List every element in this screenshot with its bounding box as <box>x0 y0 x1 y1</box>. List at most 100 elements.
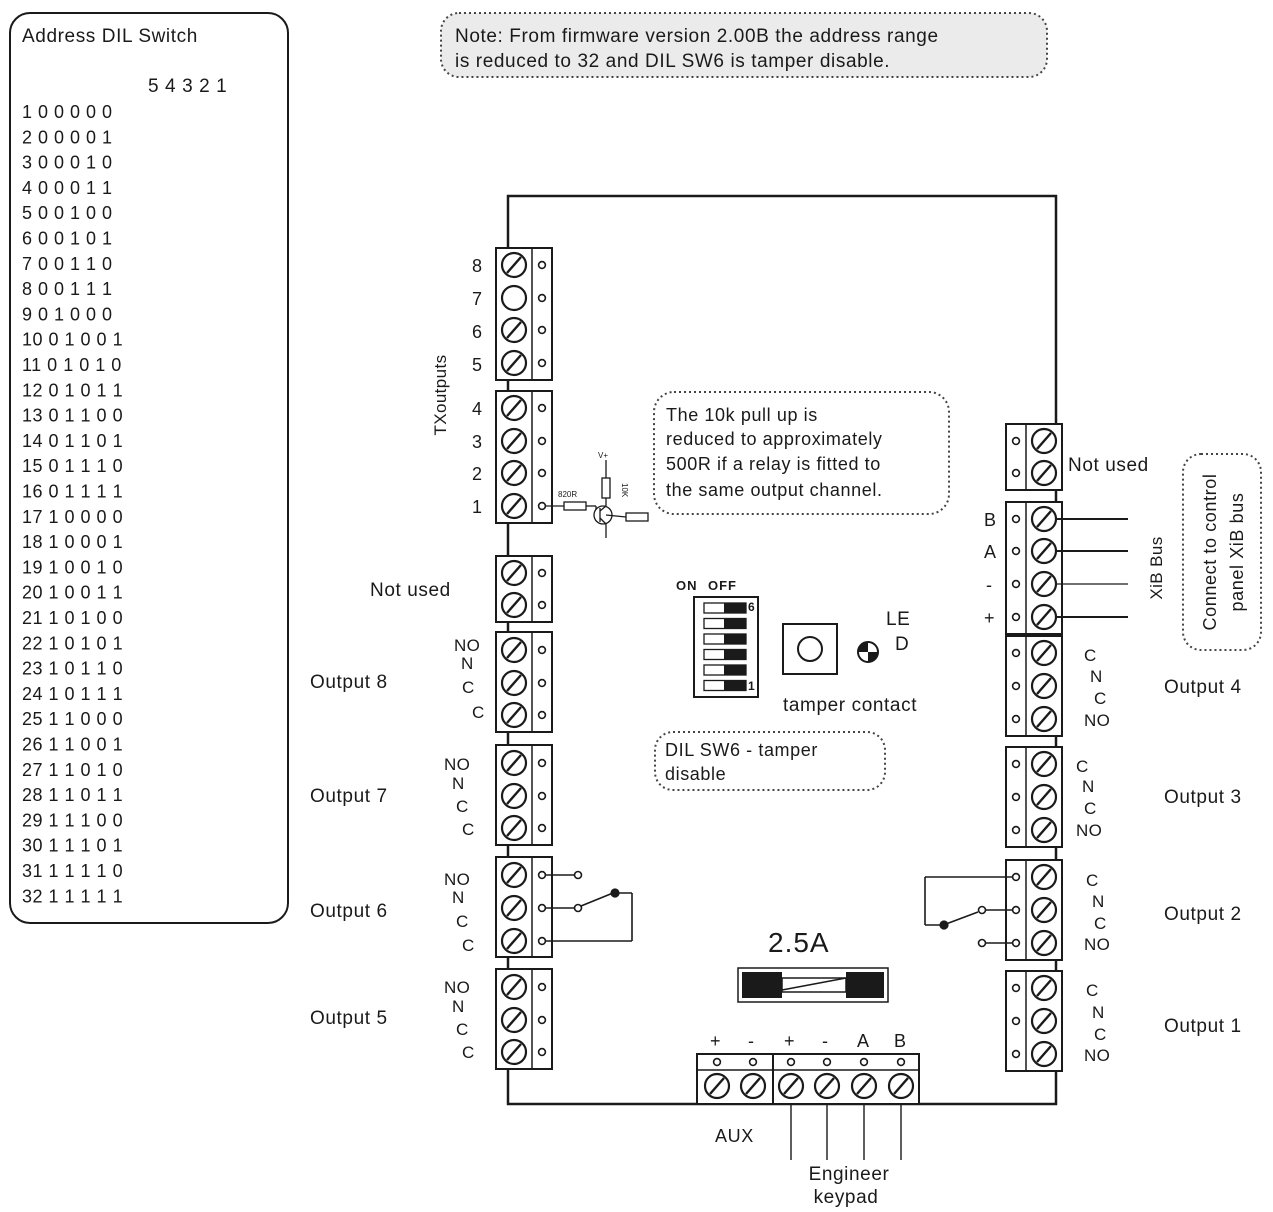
output4-pin-c1: C <box>1084 646 1097 665</box>
firmware-note: Note: From firmware version 2.00B the ad… <box>440 12 1048 78</box>
xib-bus-wires <box>1056 518 1128 618</box>
address-row: 2 0 0 0 0 1 <box>22 127 113 147</box>
address-row: 12 0 1 0 1 1 <box>22 380 123 400</box>
output8-pin-c1: C <box>462 678 475 697</box>
dil-lever <box>724 603 746 613</box>
address-row: 11 0 1 0 1 0 <box>22 355 122 375</box>
output1-pin-c2: C <box>1094 1025 1107 1044</box>
output5-pin-c1: C <box>456 1020 469 1039</box>
output4-pin-n: N <box>1090 667 1103 686</box>
address-row: 29 1 1 1 0 0 <box>22 810 123 830</box>
output1-pin-c1: C <box>1086 981 1099 1000</box>
output7-pin-c1: C <box>456 797 469 816</box>
fuse-rating-label: 2.5A <box>768 927 830 958</box>
bottom-pin-aux-plus: + <box>710 1031 721 1051</box>
address-rows: 1 0 0 0 0 02 0 0 0 0 13 0 0 0 1 04 0 0 0… <box>22 102 123 906</box>
output8-pin-no: NO <box>454 636 480 655</box>
output6-pin-no: NO <box>444 870 470 889</box>
led-label-line1: LE <box>886 609 910 630</box>
output1-pin-n: N <box>1092 1003 1105 1022</box>
dil-off-label: OFF <box>708 578 737 593</box>
engineer-keypad-wires <box>790 1104 902 1160</box>
address-table-header: 5 4 3 2 1 <box>148 76 227 97</box>
output2-terminals <box>1005 859 1063 961</box>
tx-pin-8: 8 <box>472 256 483 276</box>
tx-pin-1: 1 <box>472 497 483 517</box>
bus-minus-label: - <box>986 575 993 595</box>
pullup-note-line1: The 10k pull up is <box>666 405 818 425</box>
address-row: 20 1 0 0 1 1 <box>22 583 123 603</box>
pullup-note-line2: reduced to approximately <box>666 429 883 449</box>
output6-pin-n: N <box>452 888 465 907</box>
output8-pin-n: N <box>461 654 474 673</box>
address-row: 8 0 0 1 1 1 <box>22 279 113 299</box>
dil-note: DIL SW6 - tamper disable <box>654 731 886 791</box>
output6-relay-contact <box>546 870 633 942</box>
address-row: 17 1 0 0 0 0 <box>22 507 123 527</box>
tx-pin-2: 2 <box>472 464 483 484</box>
dil-lever <box>724 665 746 675</box>
pullup-note-line4: the same output channel. <box>666 480 883 500</box>
output8-label: Output 8 <box>310 672 388 693</box>
left-not-used-terminals <box>495 555 553 623</box>
output7-pin-no: NO <box>444 755 470 774</box>
engineer-keypad-line2: keypad <box>814 1187 879 1208</box>
bus-b-label: B <box>984 510 997 530</box>
dil-switch: ON OFF 6 1 <box>676 578 759 698</box>
right-not-used-terminals <box>1005 423 1063 491</box>
address-row: 16 0 1 1 1 1 <box>22 482 123 502</box>
address-row: 30 1 1 1 0 1 <box>22 836 123 856</box>
connect-note-line2: panel XiB bus <box>1227 493 1247 612</box>
output3-pin-n: N <box>1082 777 1095 796</box>
output8-pin-c2: C <box>472 703 485 722</box>
address-row: 7 0 0 1 1 0 <box>22 254 113 274</box>
output4-pin-no: NO <box>1084 711 1110 730</box>
address-table: Address DIL Switch 5 4 3 2 1 1 0 0 0 0 0… <box>9 12 289 924</box>
output2-relay-contact <box>924 876 1012 948</box>
right-not-used-label: Not used <box>1068 455 1149 476</box>
address-row: 15 0 1 1 1 0 <box>22 456 123 476</box>
tx-outputs-terminals <box>495 247 553 524</box>
address-row: 31 1 1 1 1 0 <box>22 861 123 881</box>
tx-pin-5: 5 <box>472 355 483 375</box>
address-row: 6 0 0 1 0 1 <box>22 229 113 249</box>
tamper-contact-label: tamper contact <box>783 695 917 716</box>
dil-lever <box>724 634 746 644</box>
tx-pin-3: 3 <box>472 432 483 452</box>
dil-lever <box>724 618 746 629</box>
dil-note-line2: disable <box>665 764 726 784</box>
address-row: 27 1 1 0 1 0 <box>22 760 123 780</box>
tx-pin-4: 4 <box>472 399 483 419</box>
output3-pin-no: NO <box>1076 821 1102 840</box>
output1-label: Output 1 <box>1164 1016 1242 1037</box>
dil-num-1: 1 <box>748 679 755 693</box>
output2-pin-c1: C <box>1086 871 1099 890</box>
output2-pin-no: NO <box>1084 935 1110 954</box>
output3-label: Output 3 <box>1164 787 1242 808</box>
xib-bus-terminals <box>1005 501 1063 635</box>
address-row: 23 1 0 1 1 0 <box>22 659 123 679</box>
tx-pin-6: 6 <box>472 322 483 342</box>
bottom-pin-b: B <box>894 1031 907 1051</box>
output7-pin-c2: C <box>462 820 475 839</box>
output5-label: Output 5 <box>310 1008 388 1029</box>
xib-bus-label: XiB Bus <box>1147 536 1166 599</box>
aux-label: AUX <box>715 1126 754 1146</box>
output1-terminals <box>1005 970 1063 1072</box>
address-row: 3 0 0 0 1 0 <box>22 153 113 173</box>
address-row: 5 0 0 1 0 0 <box>22 203 113 223</box>
fuse-icon <box>737 967 889 1003</box>
output4-terminals <box>1005 635 1063 737</box>
address-row: 18 1 0 0 0 1 <box>22 532 123 552</box>
address-row: 32 1 1 1 1 1 <box>22 886 123 906</box>
led-icon <box>857 641 879 663</box>
output5-pin-c2: C <box>462 1043 475 1062</box>
pullup-note-line3: 500R if a relay is fitted to <box>666 454 881 474</box>
address-row: 21 1 0 1 0 0 <box>22 608 123 628</box>
output6-label: Output 6 <box>310 901 388 922</box>
output1-pin-no: NO <box>1084 1046 1110 1065</box>
firmware-note-line2: is reduced to 32 and DIL SW6 is tamper d… <box>455 51 890 72</box>
dil-on-label: ON <box>676 578 698 593</box>
address-row: 9 0 1 0 0 0 <box>22 304 113 324</box>
